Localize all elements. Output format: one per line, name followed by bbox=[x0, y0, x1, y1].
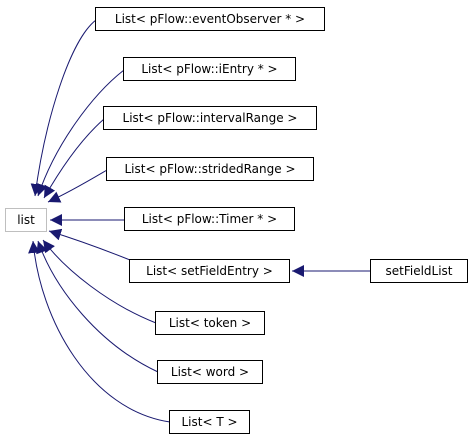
edge-i-entry-to-list bbox=[36, 69, 125, 197]
node-list-token[interactable]: List< token > bbox=[155, 311, 265, 335]
node-list-event-observer[interactable]: List< pFlow::eventObserver * > bbox=[95, 7, 325, 31]
node-list-event-observer-label: List< pFlow::eventObserver * > bbox=[114, 12, 306, 26]
edge-interval-range-to-list bbox=[43, 118, 105, 199]
edges-layer bbox=[28, 19, 370, 423]
node-list-t[interactable]: List< T > bbox=[169, 410, 250, 434]
node-list-set-field-entry-label: List< setFieldEntry > bbox=[146, 264, 273, 278]
node-list-i-entry-label: List< pFlow::iEntry * > bbox=[141, 62, 278, 76]
edge-word-to-list bbox=[36, 240, 159, 373]
node-list-interval-range-label: List< pFlow::intervalRange > bbox=[122, 111, 298, 125]
node-list-interval-range[interactable]: List< pFlow::intervalRange > bbox=[103, 106, 317, 130]
edge-token-to-list bbox=[42, 239, 157, 324]
node-list-t-label: List< T > bbox=[181, 415, 238, 429]
edge-event-observer-to-list bbox=[30, 19, 97, 197]
node-list-token-label: List< token > bbox=[168, 316, 252, 330]
edge-t-to-list bbox=[28, 240, 171, 423]
node-list-i-entry[interactable]: List< pFlow::iEntry * > bbox=[123, 57, 296, 81]
node-list[interactable]: list bbox=[5, 208, 47, 232]
edge-strided-range-to-list bbox=[47, 169, 108, 203]
node-list-word[interactable]: List< word > bbox=[157, 360, 263, 384]
edge-set-field-entry-to-list bbox=[48, 228, 131, 261]
node-list-timer-label: List< pFlow::Timer * > bbox=[141, 212, 278, 226]
node-list-label: list bbox=[17, 213, 35, 227]
node-list-strided-range-label: List< pFlow::stridedRange > bbox=[124, 162, 296, 176]
node-list-timer[interactable]: List< pFlow::Timer * > bbox=[124, 207, 295, 231]
node-set-field-list-label: setFieldList bbox=[385, 264, 453, 278]
node-list-set-field-entry[interactable]: List< setFieldEntry > bbox=[129, 259, 290, 283]
node-set-field-list[interactable]: setFieldList bbox=[370, 259, 468, 283]
node-list-word-label: List< word > bbox=[170, 365, 250, 379]
node-list-strided-range[interactable]: List< pFlow::stridedRange > bbox=[106, 157, 314, 181]
